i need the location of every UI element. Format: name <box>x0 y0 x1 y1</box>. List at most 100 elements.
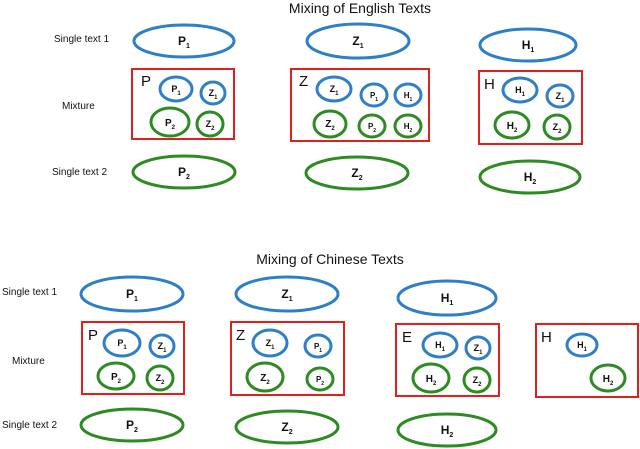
english-mix-label-h2: H2 <box>404 122 413 134</box>
svg-text:Z1: Z1 <box>158 341 168 354</box>
svg-text:P2: P2 <box>316 375 324 387</box>
svg-text:P1: P1 <box>171 84 181 97</box>
english-single1-ellipse-z1 <box>305 22 411 60</box>
english-section: Mixing of English Texts Single text 1 Mi… <box>52 0 583 195</box>
english-mix-ellipse-z2c <box>542 113 572 141</box>
svg-text:H1: H1 <box>522 38 535 54</box>
english-single2-label-h2: H2 <box>524 170 537 186</box>
svg-text:Z2: Z2 <box>553 122 563 135</box>
english-mix-label-h1: H1 <box>404 91 413 103</box>
svg-text:Z1: Z1 <box>474 343 484 356</box>
svg-text:H1: H1 <box>435 340 446 353</box>
english-single1-label-h1: H1 <box>522 38 535 54</box>
svg-text:P2: P2 <box>111 372 122 385</box>
chinese-mix-ellipse-h1b <box>421 331 459 359</box>
english-mix-label-h2b: H2 <box>507 121 518 134</box>
chinese-mix-ellipse-p1b <box>303 333 333 359</box>
english-row-label-mixture: Mixture <box>62 101 95 112</box>
chinese-mixture-box-p <box>81 321 185 395</box>
chinese-mix-label-z2c: Z2 <box>473 375 483 388</box>
english-mix-ellipse-p2 <box>149 106 191 138</box>
chinese-mix-label-h1c: H1 <box>577 340 588 353</box>
chinese-mix-label-p2b: P2 <box>316 375 324 387</box>
english-mix-label-z2c: Z2 <box>553 122 563 135</box>
chinese-mix-label-h2b: H2 <box>426 374 437 387</box>
chinese-mix-label-p1: P1 <box>117 338 127 351</box>
chinese-mixture-box-e <box>395 323 500 397</box>
svg-text:H1: H1 <box>515 85 526 98</box>
svg-text:P1: P1 <box>126 287 138 303</box>
svg-text:Z1: Z1 <box>352 34 363 50</box>
svg-text:H1: H1 <box>577 340 588 353</box>
chinese-section: Mixing of Chinese Texts Single text 1 Mi… <box>2 251 639 448</box>
chinese-mix-label-h1b: H1 <box>435 340 446 353</box>
chinese-mix-label-z2b: Z2 <box>260 373 270 386</box>
svg-text:Z2: Z2 <box>156 373 166 386</box>
english-mix-ellipse-p1b <box>359 82 389 108</box>
chinese-single1-ellipse-z1 <box>234 275 340 313</box>
chinese-mix-label-p1b: P1 <box>314 342 322 354</box>
english-mix-label-p2: P2 <box>165 118 176 131</box>
svg-text:P1: P1 <box>314 342 322 354</box>
chinese-single1-ellipse-h1 <box>396 279 498 317</box>
english-mix-label-p1b: P1 <box>370 91 378 103</box>
chinese-mix-ellipse-z2 <box>145 364 175 392</box>
chinese-mix-label-z1c: Z1 <box>474 343 484 356</box>
chinese-box-label-h: H <box>541 329 552 346</box>
chinese-mix-ellipse-z2c <box>462 366 492 394</box>
chinese-mix-ellipse-z1c <box>464 335 492 361</box>
chinese-mix-ellipse-z1 <box>148 333 176 359</box>
svg-text:P2: P2 <box>126 418 138 434</box>
chinese-row-label-mixture: Mixture <box>12 356 45 367</box>
chinese-mix-label-z2: Z2 <box>156 373 166 386</box>
english-mix-ellipse-z1 <box>199 80 227 106</box>
chinese-row-label-single1: Single text 1 <box>2 287 57 298</box>
svg-text:Z2: Z2 <box>281 420 292 436</box>
english-single2-label-z2: Z2 <box>351 166 362 182</box>
english-mix-ellipse-z1b <box>315 75 353 103</box>
svg-text:P1: P1 <box>178 34 190 50</box>
chinese-mix-ellipse-p2 <box>96 361 136 391</box>
english-title: Mixing of English Texts <box>289 0 431 16</box>
chinese-single2-ellipse-z2 <box>234 409 340 445</box>
chinese-single2-label-z2: Z2 <box>281 420 292 436</box>
chinese-mixture-box-z <box>230 321 345 396</box>
chinese-box-label-z: Z <box>236 327 245 344</box>
svg-text:Z1: Z1 <box>556 91 566 104</box>
english-mix-ellipse-z2 <box>195 110 225 138</box>
svg-text:Z1: Z1 <box>281 287 292 303</box>
english-mix-ellipse-z1c <box>545 83 575 109</box>
chinese-single1-label-z1: Z1 <box>281 287 292 303</box>
english-box-label-h: H <box>484 76 495 93</box>
english-mix-label-z1: Z1 <box>209 88 219 101</box>
chinese-single2-label-p2: P2 <box>126 418 138 434</box>
english-row-label-single1: Single text 1 <box>54 34 109 45</box>
chinese-mix-ellipse-z2b <box>245 361 285 393</box>
svg-text:Z2: Z2 <box>351 166 362 182</box>
english-mix-label-z2b: Z2 <box>325 119 335 132</box>
english-mixture-box-z <box>290 68 430 142</box>
svg-text:H2: H2 <box>426 374 437 387</box>
english-box-label-p: P <box>141 73 151 90</box>
chinese-mixture-box-h <box>535 323 639 398</box>
chinese-single2-ellipse-h2 <box>396 412 498 448</box>
svg-text:Z1: Z1 <box>330 84 340 97</box>
svg-text:Z2: Z2 <box>473 375 483 388</box>
chinese-box-label-p: P <box>88 327 98 344</box>
english-mixture-box-p <box>131 68 235 140</box>
chinese-single1-label-h1: H1 <box>441 291 454 307</box>
chinese-mix-ellipse-h2c <box>589 363 627 393</box>
svg-text:H2: H2 <box>524 170 537 186</box>
english-box-label-z: Z <box>299 73 308 90</box>
english-single2-label-p2: P2 <box>178 165 190 181</box>
english-single2-ellipse-h2 <box>478 159 582 195</box>
english-mix-ellipse-h1 <box>393 82 423 108</box>
chinese-mix-label-z1: Z1 <box>158 341 168 354</box>
english-single2-ellipse-z2 <box>304 155 410 191</box>
svg-text:Z2: Z2 <box>325 119 335 132</box>
chinese-box-label-e: E <box>402 329 412 346</box>
english-single1-ellipse-p1 <box>132 23 236 59</box>
chinese-single2-label-h2: H2 <box>441 423 454 439</box>
chinese-mix-ellipse-h2b <box>411 362 451 394</box>
